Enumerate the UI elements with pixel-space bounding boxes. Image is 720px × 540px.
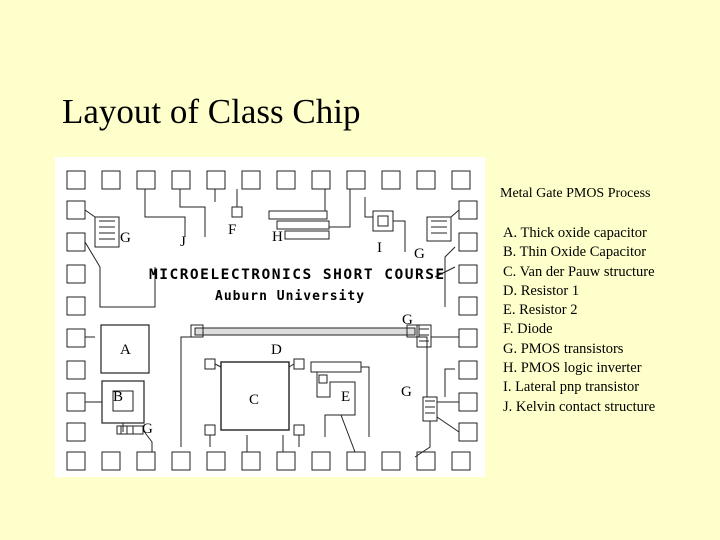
- label-g-lower: G: [401, 384, 412, 400]
- label-i: I: [377, 240, 382, 256]
- bottom-pad-row: [66, 451, 471, 471]
- legend-item-i: I. Lateral pnp transistor: [503, 379, 640, 396]
- right-pad-column: [458, 200, 478, 442]
- left-pad-column: [66, 200, 86, 442]
- chip-layout-diagram: MICROELECTRONICS SHORT COURSE Auburn Uni…: [55, 157, 485, 477]
- label-e: E: [341, 389, 351, 405]
- legend-item-a: A. Thick oxide capacitor: [503, 225, 647, 241]
- resistor-1: [194, 327, 416, 336]
- kelvin-contact-structure: [144, 189, 216, 237]
- label-c: C: [249, 392, 260, 408]
- label-g-right: G: [414, 246, 425, 262]
- pmos-logic-inverter: [268, 189, 351, 240]
- label-g-left: G: [120, 230, 131, 246]
- chip-subtitle-text: Auburn University: [215, 289, 366, 304]
- chip-layout-drawing: [66, 170, 478, 471]
- structure-legend: A. Thick oxide capacitor B. Thin Oxide C…: [503, 224, 655, 417]
- legend-item-d: D. Resistor 1: [503, 282, 580, 299]
- label-g-bottom: G: [142, 421, 153, 437]
- legend-item-c: C. Van der Pauw structure: [503, 263, 655, 280]
- label-f: F: [228, 222, 237, 238]
- connecting-traces: [84, 241, 456, 453]
- legend-item-g: G. PMOS transistors: [503, 340, 624, 357]
- slide-title: Layout of Class Chip: [62, 92, 361, 131]
- pmos-transistor-bottom: [116, 425, 153, 452]
- thick-oxide-capacitor: [100, 324, 150, 374]
- pmos-transistor-lower: [414, 396, 460, 458]
- label-b: B: [113, 389, 124, 405]
- process-caption: Metal Gate PMOS Process: [500, 186, 651, 201]
- label-h: H: [272, 229, 283, 245]
- chip-banner-text: MICROELECTRONICS SHORT COURSE: [149, 267, 446, 283]
- pmos-transistor-right: [426, 209, 460, 242]
- legend-item-j: J. Kelvin contact structure: [503, 398, 656, 415]
- label-a: A: [120, 342, 131, 358]
- legend-item-e: E. Resistor 2: [503, 302, 578, 319]
- legend-item-b: B. Thin Oxide Capacitor: [503, 244, 647, 261]
- pmos-transistor-middle: [416, 324, 459, 348]
- label-g-middle: G: [402, 312, 413, 328]
- legend-item-h: H. PMOS logic inverter: [503, 360, 642, 377]
- van-der-pauw-structure: [220, 361, 290, 431]
- label-j: J: [180, 234, 186, 250]
- legend-item-f: F. Diode: [503, 321, 553, 338]
- diode: [231, 189, 243, 218]
- lateral-pnp-transistor: [364, 197, 406, 252]
- top-pad-row: [66, 170, 471, 190]
- resistor-2: [310, 361, 370, 437]
- label-d: D: [271, 342, 282, 358]
- pmos-transistor-left: [84, 209, 120, 248]
